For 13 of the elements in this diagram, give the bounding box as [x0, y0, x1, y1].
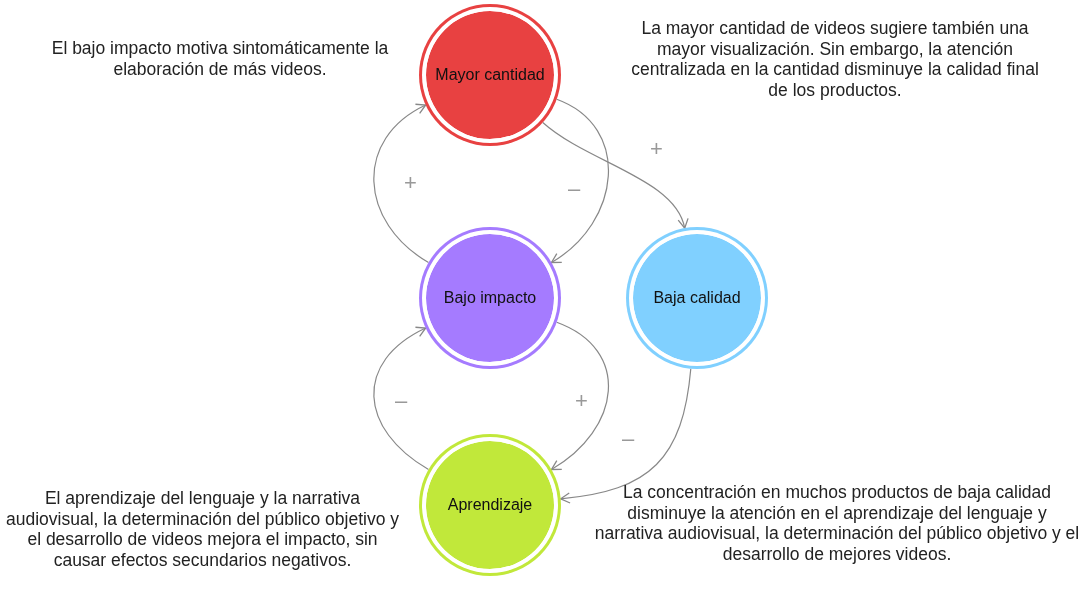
- annotation-text: El bajo impacto motiva sintomáticamente la elaboración de más videos.: [50, 38, 390, 80]
- curved-arrow: [550, 321, 609, 471]
- curved-arrow: [542, 121, 688, 229]
- curved-arrow: [560, 368, 692, 504]
- curved-arrow: [373, 104, 430, 264]
- node-label: Bajo impacto: [443, 289, 537, 307]
- node-label: Mayor cantidad: [435, 66, 545, 84]
- node-label: Baja calidad: [653, 289, 741, 307]
- annotation-text: El aprendizaje del lenguaje y la narrativa audiovisual, la determinación del público objetivo y el desarrollo de videos mejora el impacto, sin causar efectos secundarios negativos.: [5, 488, 400, 571]
- node-label: Aprendizaje: [447, 496, 533, 514]
- curved-arrow: [550, 98, 609, 264]
- annotation-text: La concentración en muchos productos de baja calidad disminuye la atención en el aprendizaje del lenguaje y narrativa audiovisual, la determinación del público objetivo y el desarrollo de mejores videos.: [593, 482, 1081, 565]
- annotation-text: La mayor cantidad de videos sugiere también una mayor visualización. Sin embargo, la atención centralizada en la cantidad disminuye la calidad final de los productos.: [630, 18, 1040, 101]
